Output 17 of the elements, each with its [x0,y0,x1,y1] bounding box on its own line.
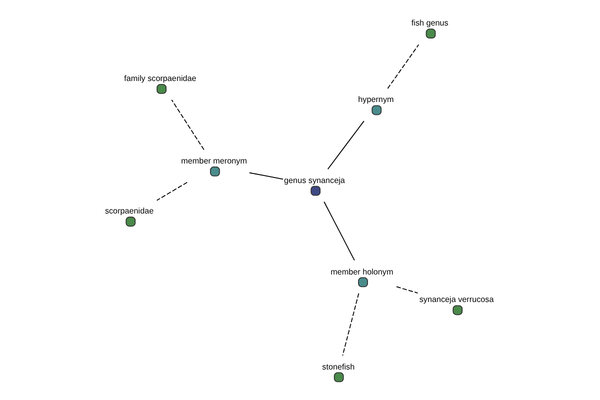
connector [327,120,364,170]
node-label: family scorpaenidae [124,74,196,84]
connector [387,44,420,89]
connector [156,182,188,201]
node-label: stonefish [322,362,355,372]
connector [396,286,418,294]
node-label: scorpaenidae [104,206,154,216]
connector [342,292,360,356]
node-label: genus synanceja [284,176,345,185]
connector [171,99,204,150]
node-label: synanceja verrucosa [419,295,494,304]
node-label: member meronym [181,156,247,166]
node-label: member holonym [330,267,394,276]
node-label: hypernym [358,95,394,104]
connector [248,172,284,180]
connector [324,201,355,261]
node-label: fish genus [411,18,448,28]
